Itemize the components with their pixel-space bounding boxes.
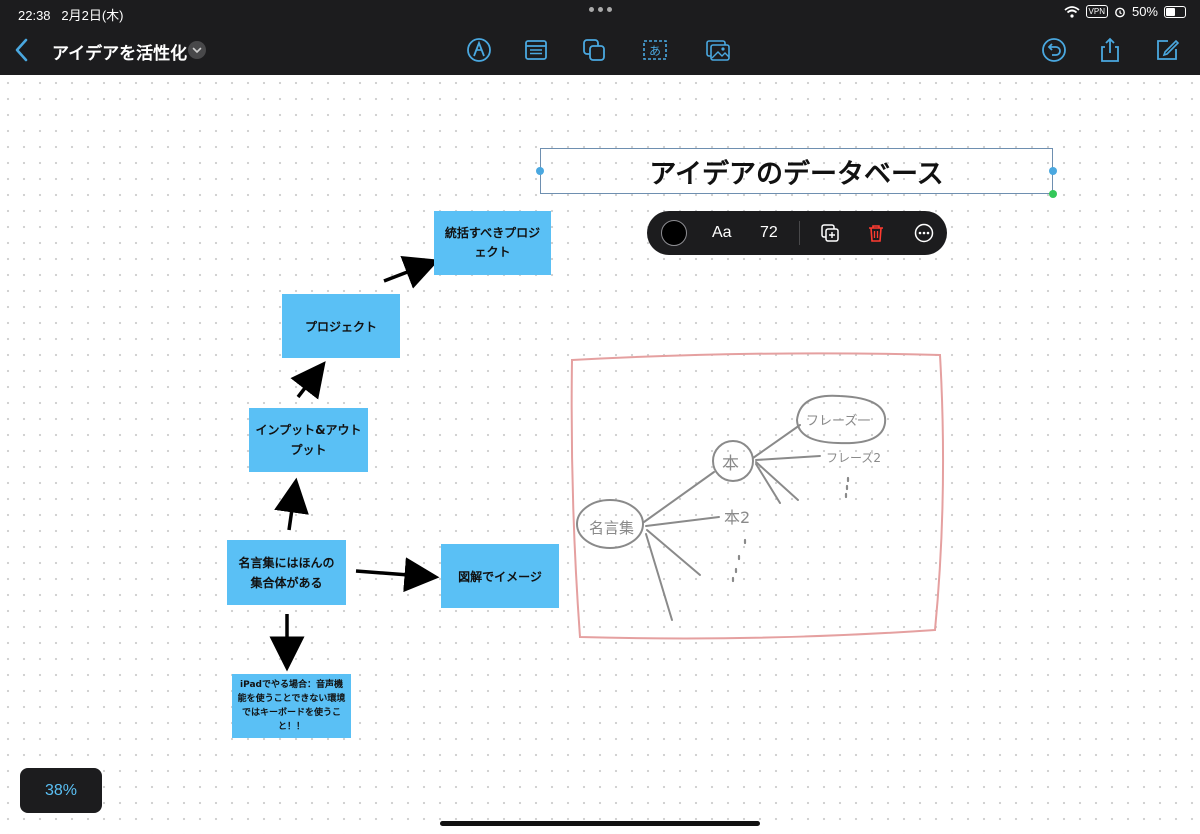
sticky-summary-project[interactable]: 統括すべきプロジェクト — [434, 211, 551, 275]
sticky-note-icon[interactable] — [522, 36, 550, 64]
share-icon[interactable] — [1096, 36, 1124, 64]
sticky-ipad-note[interactable]: iPadでやる場合：音声機能を使うことできない環境ではキーボードを使うこと！！ — [232, 674, 351, 738]
sketch-label-book2: 本2 — [724, 508, 750, 527]
arrow-to-diagram — [355, 557, 440, 593]
pen-tool-icon[interactable] — [465, 36, 493, 64]
back-chevron-icon[interactable] — [12, 37, 32, 63]
sticky-quotes[interactable]: 名言集にはほんの集合体がある — [227, 540, 346, 605]
arrow-to-summary — [383, 255, 440, 289]
media-icon[interactable] — [704, 36, 732, 64]
date: 2月2日(木) — [61, 8, 124, 23]
font-size-button[interactable]: 72 — [760, 224, 778, 241]
chevron-down-icon[interactable] — [188, 41, 206, 59]
status-indicators: VPN 50% — [1063, 4, 1186, 19]
duplicate-icon[interactable] — [819, 222, 841, 244]
arrow-to-project — [290, 361, 326, 400]
selected-text-box[interactable]: アイデアのデータベース — [540, 148, 1053, 194]
clock: 22:38 — [18, 8, 51, 23]
compose-icon[interactable] — [1153, 36, 1181, 64]
separator — [799, 221, 800, 245]
sketch-label-main: 名言集 — [589, 519, 634, 537]
status-time: 22:38 2月2日(木) — [18, 5, 124, 24]
more-options-icon[interactable] — [913, 222, 935, 244]
arrow-to-input-output — [274, 477, 309, 531]
sticky-project[interactable]: プロジェクト — [282, 294, 400, 358]
resize-handle-right[interactable] — [1049, 167, 1057, 175]
text-color-swatch[interactable] — [661, 220, 687, 246]
wifi-icon — [1063, 5, 1080, 18]
sketch-label-phrase2: フレーズ2 — [826, 450, 881, 465]
font-button[interactable]: Aa — [712, 224, 732, 241]
svg-text:あ: あ — [649, 44, 661, 58]
battery-percent: 50% — [1131, 4, 1158, 19]
resize-handle-left[interactable] — [536, 167, 544, 175]
shapes-icon[interactable] — [580, 36, 608, 64]
multitasking-dots[interactable] — [589, 7, 613, 13]
alarm-icon — [1115, 7, 1125, 17]
text-box-icon[interactable]: あ — [641, 36, 669, 64]
sticky-input-output[interactable]: インプット&アウトプット — [249, 408, 368, 472]
title-text[interactable]: アイデアのデータベース — [649, 158, 944, 190]
sketch-label-phrase1: フレーズ一 — [806, 413, 870, 429]
trash-icon[interactable] — [865, 222, 887, 244]
top-bar: 22:38 2月2日(木) VPN 50% アイデアを活性化 あ — [0, 0, 1200, 75]
sketch-frame — [570, 352, 945, 640]
vpn-badge: VPN — [1085, 5, 1108, 18]
zoom-level-indicator[interactable]: 38% — [20, 768, 102, 813]
undo-icon[interactable] — [1040, 36, 1068, 64]
document-title[interactable]: アイデアを活性化 — [52, 44, 188, 63]
format-toolbar: Aa 72 — [647, 211, 947, 255]
sticky-diagram[interactable]: 図解でイメージ — [441, 544, 559, 608]
whiteboard-canvas[interactable] — [0, 75, 1200, 834]
sketch-label-book1: 本 — [722, 454, 739, 474]
rotate-handle[interactable] — [1049, 190, 1057, 198]
battery-icon — [1164, 5, 1186, 18]
home-indicator[interactable] — [440, 821, 760, 826]
